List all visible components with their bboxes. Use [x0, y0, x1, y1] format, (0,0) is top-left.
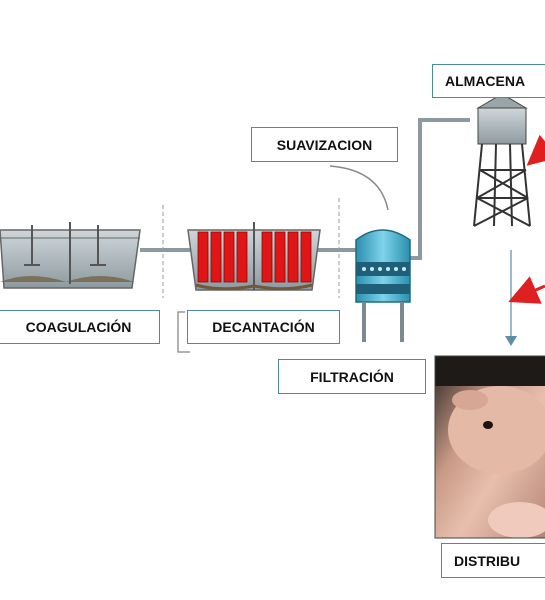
storage-label: ALMACENA — [432, 64, 545, 98]
decantation-plates-illustration — [187, 222, 321, 291]
down-arrow-icon — [505, 250, 517, 346]
pig-photo — [434, 355, 545, 539]
stage-separators — [162, 198, 340, 298]
decantation-label: DECANTACIÓN — [187, 310, 340, 344]
filter-unit-illustration — [355, 229, 411, 342]
pipes — [140, 118, 470, 260]
softening-label: SUAVIZACION — [251, 127, 398, 162]
filtration-label: FILTRACIÓN — [278, 359, 426, 394]
softening-connector — [329, 165, 389, 211]
red-arrows — [508, 134, 545, 304]
coagulation-label: COAGULACIÓN — [0, 310, 160, 344]
coagulation-tanks-illustration — [0, 222, 141, 289]
distribution-label: DISTRIBU — [441, 543, 545, 578]
decantation-bracket — [177, 311, 190, 353]
water-tower-illustration — [473, 93, 531, 227]
